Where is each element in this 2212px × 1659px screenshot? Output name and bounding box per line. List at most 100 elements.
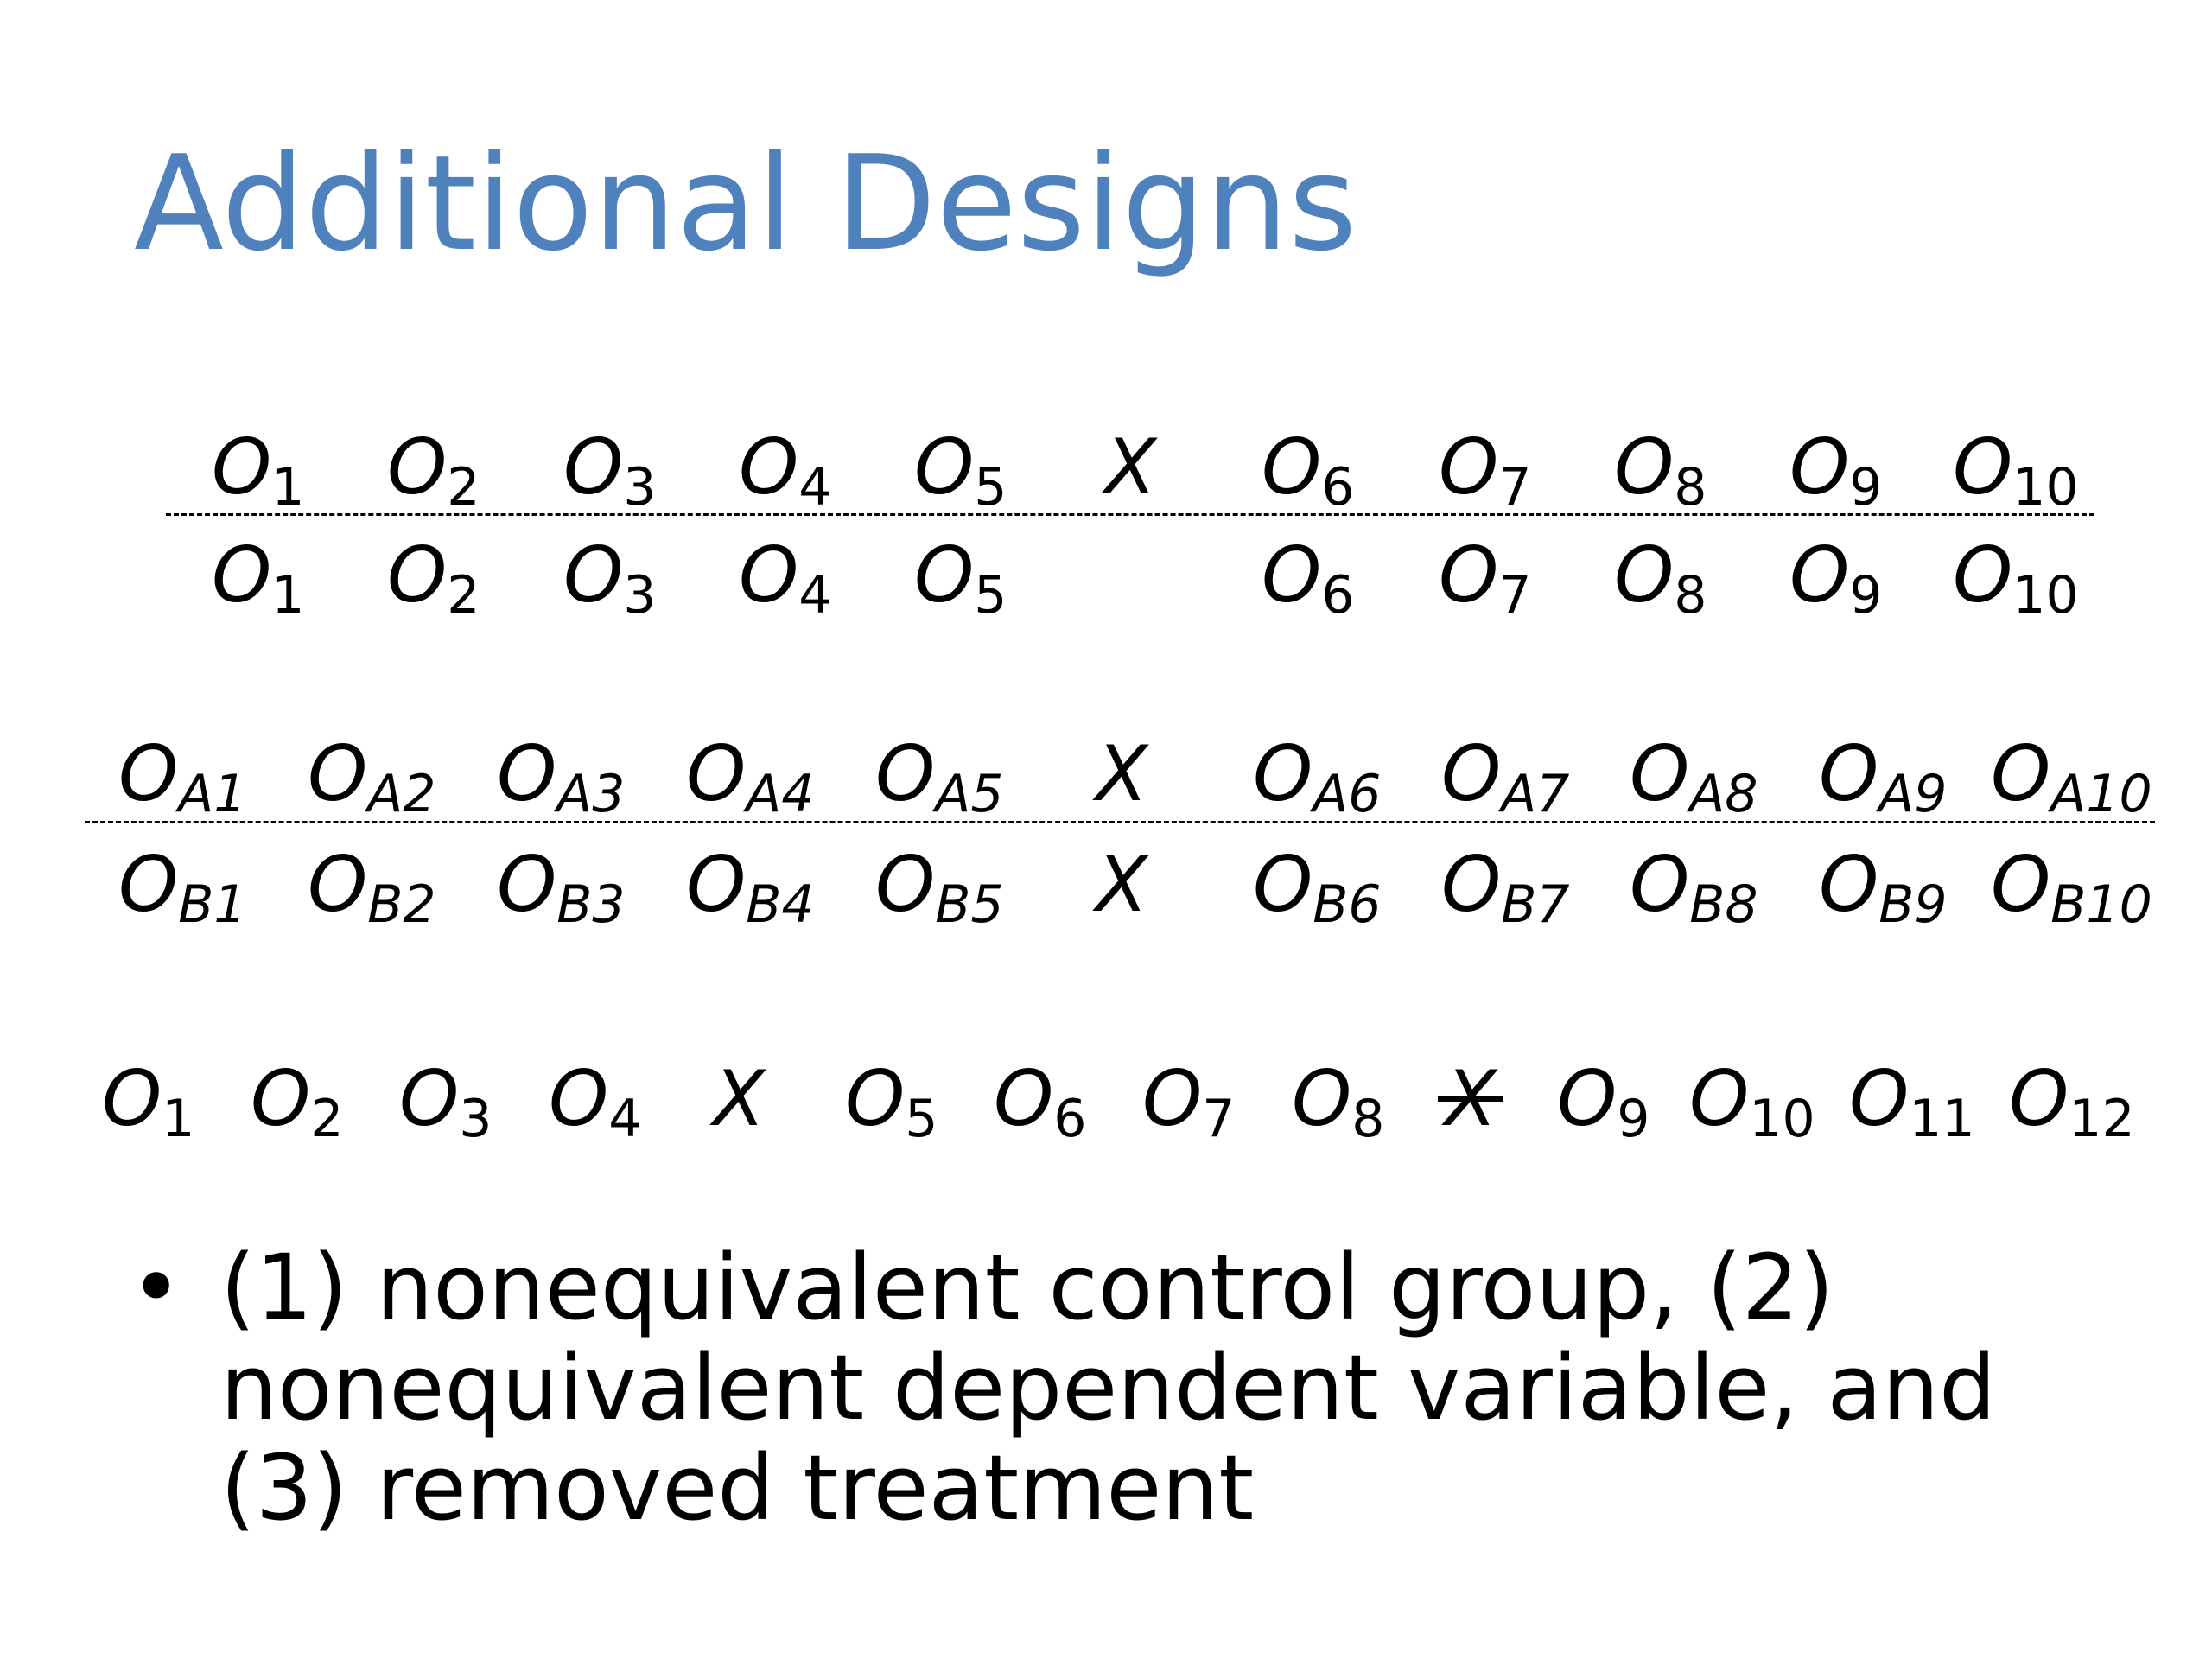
observation-symbol: O9 [1557,1054,1650,1150]
observation-symbol: O4 [739,531,832,626]
observation-subscript: A4 [746,764,815,825]
observation-symbol: OA1 [118,729,247,825]
observation-symbol: O2 [387,423,480,518]
observation-subscript: B4 [746,874,815,936]
observation-subscript: A5 [935,764,1004,825]
observation-subscript: 6 [1321,457,1355,518]
observation-symbol: O1 [212,423,305,518]
observation-subscript: B5 [935,874,1004,936]
bullet-item: • (1) nonequivalent control group, (2) n… [130,1237,2117,1538]
observation-subscript: A6 [1313,764,1382,825]
observation-subscript: 12 [2069,1089,2135,1150]
observation-symbol: O2 [251,1054,344,1150]
observation-symbol: O4 [739,423,832,518]
observation-subscript: 7 [1498,457,1532,518]
observation-symbol: OA6 [1253,729,1382,825]
observation-symbol: OA5 [875,729,1004,825]
observation-symbol: OB6 [1253,840,1382,936]
observation-subscript: A7 [1501,764,1570,825]
observation-subscript: 9 [1849,565,1883,626]
observation-subscript: 3 [623,565,657,626]
observation-symbol: O2 [387,531,480,626]
observation-subscript: 7 [1498,565,1532,626]
observation-subscript: B6 [1313,874,1382,936]
observation-symbol: OB8 [1630,840,1758,936]
observation-symbol: O11 [1849,1054,1975,1150]
observation-subscript: 4 [798,457,832,518]
observation-symbol: O7 [1439,531,1532,626]
observation-symbol: OA3 [497,729,626,825]
observation-symbol: OB4 [686,840,815,936]
design1-dashed-divider [166,513,2094,516]
observation-symbol: O3 [563,423,657,518]
observation-subscript: 9 [1849,457,1883,518]
observation-symbol: OB9 [1819,840,1948,936]
observation-subscript: 8 [1674,565,1707,626]
observation-symbol: O6 [994,1054,1087,1150]
observation-symbol: O8 [1614,531,1707,626]
observation-symbol: O9 [1789,423,1883,518]
observation-subscript: 11 [1909,1089,1975,1150]
observation-subscript: 1 [271,565,305,626]
observation-symbol: O6 [1262,531,1355,626]
observation-symbol: OB1 [118,840,247,936]
observation-subscript: 1 [162,1089,195,1150]
observation-symbol: O1 [102,1054,195,1150]
observation-subscript: 5 [974,565,1007,626]
observation-subscript: 9 [1617,1089,1650,1150]
observation-subscript: 10 [2012,565,2079,626]
observation-symbol: O5 [845,1054,938,1150]
observation-symbol: O8 [1292,1054,1385,1150]
observation-symbol: OA4 [686,729,815,825]
observation-symbol: O8 [1614,423,1707,518]
observation-symbol: OA9 [1819,729,1948,825]
observation-symbol: O5 [914,423,1007,518]
observation-symbol: O10 [1953,531,2079,626]
bullet-list: • (1) nonequivalent control group, (2) n… [130,1237,2117,1538]
observation-symbol: OA8 [1630,729,1758,825]
observation-subscript: B2 [367,874,436,936]
observation-subscript: 2 [447,565,480,626]
observation-subscript: B10 [2050,874,2152,936]
observation-subscript: A1 [178,764,247,825]
design2-dashed-divider [85,821,2155,823]
observation-symbol: OA7 [1441,729,1570,825]
removed-treatment-symbol: X [1445,1054,1497,1143]
observation-symbol: O7 [1439,423,1532,518]
observation-subscript: 3 [623,457,657,518]
treatment-symbol: X [1096,840,1148,929]
observation-symbol: OB5 [875,840,1004,936]
treatment-symbol: X [1096,729,1148,818]
observation-symbol: O7 [1142,1054,1236,1150]
observation-subscript: 8 [1674,457,1707,518]
observation-subscript: A3 [556,764,626,825]
observation-subscript: 4 [798,565,832,626]
observation-subscript: 6 [1321,565,1355,626]
observation-symbol: O10 [1689,1054,1815,1150]
treatment-symbol: X [713,1054,766,1143]
observation-subscript: 10 [2012,457,2079,518]
observation-subscript: 5 [905,1089,938,1150]
observation-symbol: OB3 [497,840,626,936]
observation-subscript: 4 [608,1089,642,1150]
observation-subscript: B1 [178,874,247,936]
observation-subscript: A2 [367,764,436,825]
observation-symbol: OB7 [1441,840,1570,936]
observation-symbol: O10 [1953,423,2079,518]
observation-subscript: A10 [2050,764,2152,825]
observation-symbol: O12 [2009,1054,2135,1150]
observation-subscript: 7 [1202,1089,1236,1150]
observation-subscript: B7 [1501,874,1570,936]
observation-symbol: OA2 [308,729,436,825]
observation-symbol: OB2 [308,840,436,936]
observation-subscript: 6 [1053,1089,1087,1150]
observation-symbol: O4 [549,1054,642,1150]
observation-symbol: O6 [1262,423,1355,518]
observation-subscript: 10 [1749,1089,1815,1150]
bullet-marker: • [130,1235,183,1340]
